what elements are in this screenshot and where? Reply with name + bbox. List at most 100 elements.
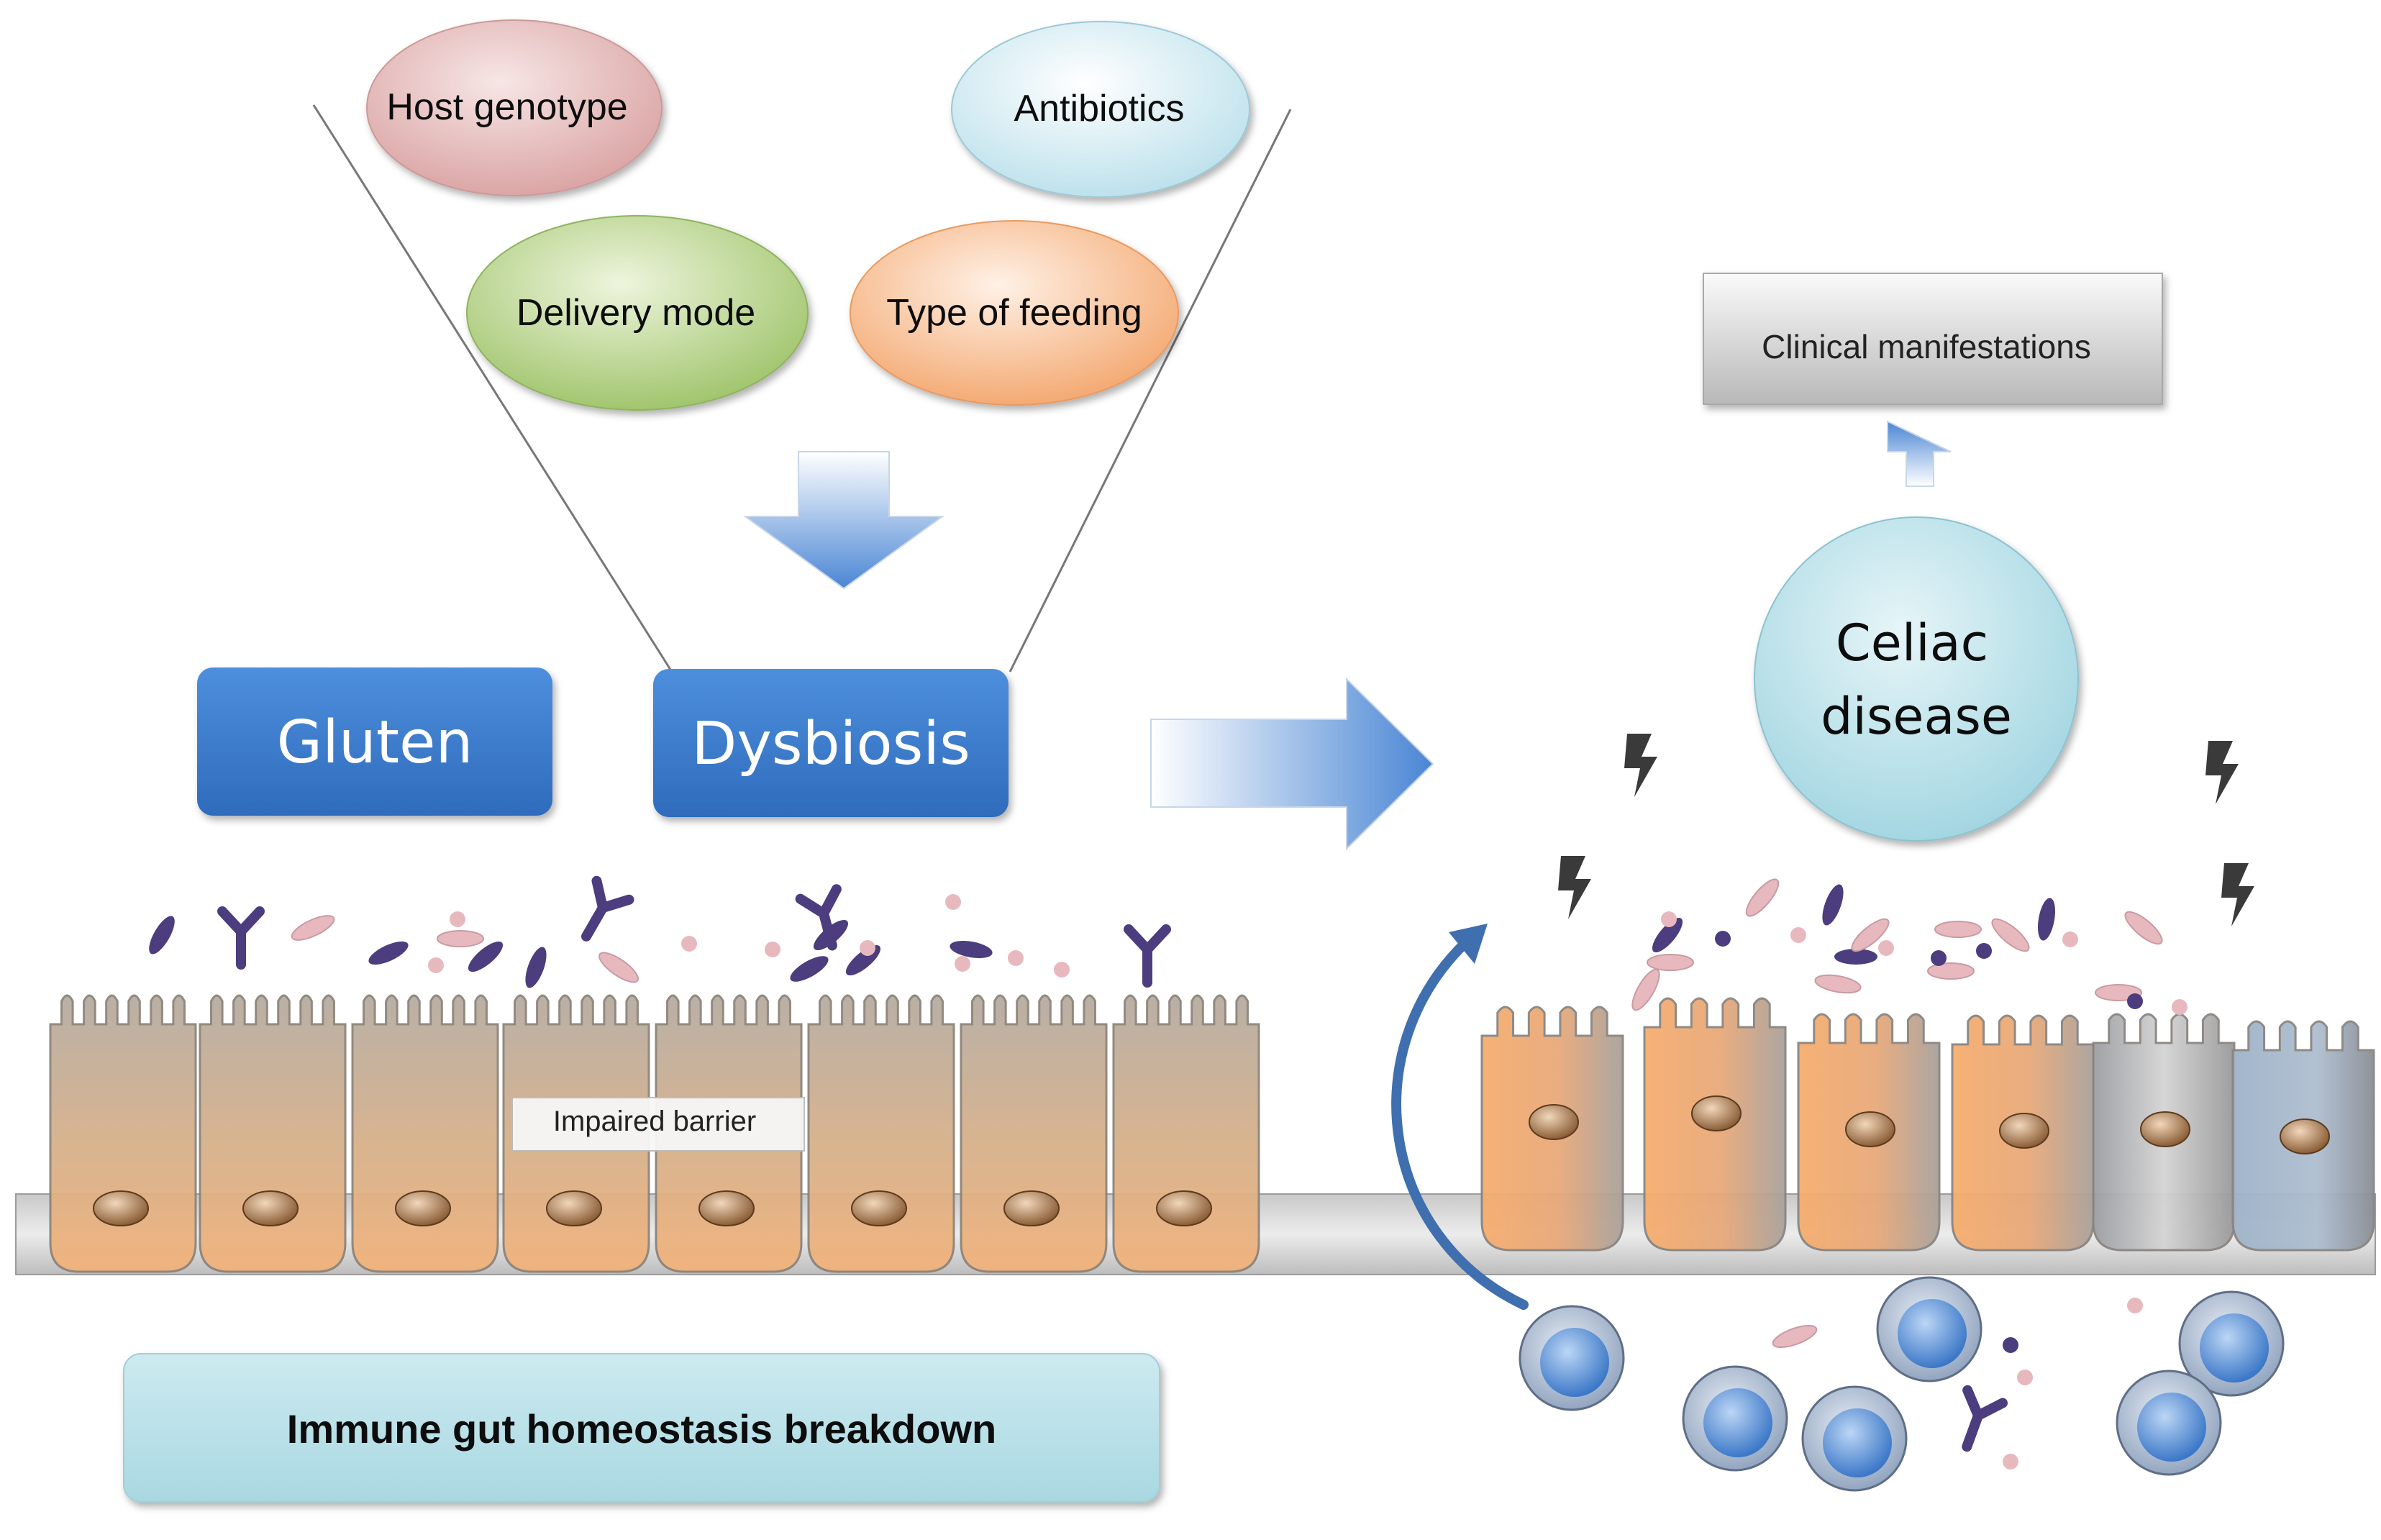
antibiotics-label: Antibiotics [1014, 88, 1185, 129]
nucleus [1691, 1095, 1742, 1131]
host-genotype-label: Host genotype [386, 86, 627, 128]
nucleus [1999, 1113, 2049, 1149]
bacterium [368, 941, 409, 965]
epithelial-cell [351, 994, 499, 1273]
gluten-peptide [291, 915, 335, 941]
particle [2127, 1298, 2143, 1313]
damaged-epithelial-cell [1951, 1014, 2095, 1252]
antibody-icon [795, 884, 842, 951]
gluten-peptide [2124, 911, 2163, 945]
particle [945, 894, 961, 910]
delivery-mode-label: Delivery mode [516, 292, 755, 334]
particle [681, 936, 697, 952]
bacterium [1822, 884, 1844, 926]
immune-cell [1519, 1305, 1625, 1411]
nucleus [2280, 1118, 2330, 1154]
dysbiosis-box: Dysbiosis [653, 669, 1009, 817]
nucleus [1003, 1190, 1060, 1226]
immune-cell [1876, 1276, 1982, 1382]
bacterium [2037, 898, 2056, 941]
celiac-label-line1: Celiac [1836, 614, 1988, 673]
particle [1661, 911, 1677, 927]
gluten-box: Gluten [197, 668, 552, 816]
particle [2172, 999, 2187, 1015]
particle [1976, 943, 1992, 959]
bacterium [525, 947, 547, 988]
celiac-label-line2: disease [1821, 687, 2012, 746]
luminal-particles [149, 875, 2187, 1470]
funnel-outline [312, 104, 1292, 673]
damaged-epithelial-cell [1480, 1006, 1624, 1252]
nucleus [1845, 1111, 1895, 1147]
particle [2017, 1370, 2033, 1385]
gluten-peptide [1745, 878, 1780, 917]
immune-cell [2116, 1370, 2222, 1476]
gluten-peptide [437, 930, 484, 947]
bacterium [468, 941, 504, 972]
particle [2003, 1337, 2018, 1353]
particle [1008, 950, 1024, 966]
gluten-label: Gluten [277, 709, 473, 777]
bacterium [149, 916, 175, 954]
particle [765, 942, 780, 957]
bacterium [1652, 917, 1683, 953]
particle [450, 911, 465, 927]
particle [1790, 927, 1806, 943]
bacterium [790, 956, 829, 982]
celiac-disease-circle: Celiac disease [1754, 516, 2079, 842]
particle [1931, 950, 1947, 966]
nucleus [698, 1190, 755, 1226]
antibiotics-factor: Antibiotics [951, 21, 1250, 198]
healthy-epithelium [49, 994, 1260, 1273]
clinical-manifestations-box: Clinical manifestations [1703, 273, 2163, 405]
impaired-barrier-tag: Impaired barrier [511, 1097, 805, 1152]
gluten-peptide [1814, 974, 1862, 994]
particle [955, 956, 970, 972]
dysbiosis-label: Dysbiosis [691, 710, 970, 778]
immune-cell [2178, 1290, 2285, 1397]
damaged-epithelial-cell [2092, 1013, 2236, 1252]
particle [428, 957, 444, 973]
particle [1054, 962, 1070, 978]
right-arrow-icon [1150, 677, 1434, 851]
lightning-icon [2221, 863, 2254, 926]
lightning-icon [1558, 856, 1591, 919]
immune-cell [1682, 1365, 1788, 1472]
epithelial-cell [199, 994, 347, 1273]
clinical-manifestations-label: Clinical manifestations [1762, 328, 2091, 365]
antibody-icon [217, 906, 265, 970]
epithelial-cell [49, 994, 197, 1273]
impaired-barrier-label: Impaired barrier [553, 1106, 756, 1137]
homeostasis-panel: Immune gut homeostasis breakdown [123, 1353, 1160, 1503]
immune-cell [1801, 1385, 1908, 1492]
gluten-peptide [1934, 921, 1982, 938]
gluten-peptide [1927, 962, 1975, 980]
host-genotype-factor: Host genotype [366, 19, 663, 196]
damaged-epithelium [1480, 997, 2375, 1252]
nucleus [851, 1190, 907, 1226]
up-arrow-icon [1887, 420, 1952, 487]
homeostasis-label: Immune gut homeostasis breakdown [287, 1406, 996, 1452]
antibody-icon [1962, 1385, 2008, 1452]
epithelial-cell [1112, 994, 1260, 1273]
nucleus [1156, 1190, 1212, 1226]
particle [1715, 931, 1731, 947]
nucleus [242, 1190, 299, 1226]
damaged-epithelial-cell [1643, 997, 1787, 1252]
damaged-epithelial-cell [1797, 1013, 1941, 1252]
bacterium [1834, 949, 1877, 965]
antibody-icon [1124, 924, 1171, 988]
antibody-icon [581, 875, 634, 942]
damaged-epithelial-cell [2231, 1020, 2375, 1252]
gluten-peptide [1772, 1324, 1818, 1349]
lightning-icon [1624, 734, 1657, 797]
nucleus [2140, 1111, 2190, 1147]
epithelial-cell [807, 994, 955, 1273]
type-of-feeding-factor: Type of feeding [850, 220, 1179, 406]
nucleus [546, 1190, 602, 1226]
gluten-peptide [1991, 918, 2030, 952]
curved-feedback-arrow-icon [1391, 924, 1529, 1310]
lightning-icon [2205, 741, 2239, 804]
gluten-peptide [598, 952, 639, 983]
